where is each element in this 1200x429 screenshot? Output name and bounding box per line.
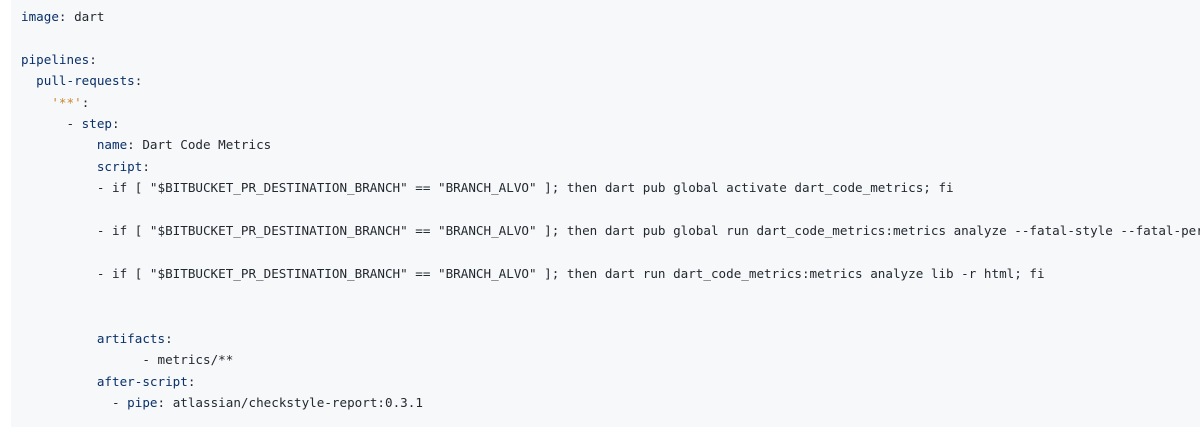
code-line-artifacts: artifacts: <box>96 330 173 346</box>
code-line-script-2: - if [ "$BITBUCKET_PR_DESTINATION_BRANCH… <box>21 220 1200 242</box>
code-line-name: name: Dart Code Metrics <box>96 137 272 152</box>
yaml-dash-pipe: - <box>112 395 128 410</box>
yaml-dash-step: - <box>66 116 82 131</box>
code-line-pipelines: pipelines: <box>21 52 97 67</box>
yaml-value-pipe: atlassian/checkstyle-report:0.3.1 <box>172 395 423 410</box>
code-line-step: - step: <box>66 116 120 131</box>
code-line-pull-requests: pull-requests: <box>36 73 143 88</box>
yaml-key-name: name <box>96 137 128 152</box>
code-line-artifact-item: - metrics/** <box>21 349 233 371</box>
code-line-image: image: dart <box>21 9 105 24</box>
yaml-key-step: step <box>81 116 113 131</box>
yaml-key-pipelines: pipelines <box>21 52 90 67</box>
yaml-key-pipe: pipe <box>127 395 158 410</box>
yaml-key-after-script: after-script <box>96 373 188 389</box>
script-command-1: - if [ "$BITBUCKET_PR_DESTINATION_BRANCH… <box>96 180 954 195</box>
yaml-key-pull-requests: pull-requests <box>36 73 135 88</box>
code-line-after-script: after-script: <box>96 373 196 389</box>
code-line-script-3: - if [ "$BITBUCKET_PR_DESTINATION_BRANCH… <box>21 263 1045 285</box>
yaml-string-branch-pattern: '**' <box>51 94 82 110</box>
code-line-script-1: - if [ "$BITBUCKET_PR_DESTINATION_BRANCH… <box>21 177 954 199</box>
yaml-key-image: image <box>21 9 59 24</box>
code-line-pipe: - pipe: atlassian/checkstyle-report:0.3.… <box>112 395 423 410</box>
script-command-3: - if [ "$BITBUCKET_PR_DESTINATION_BRANCH… <box>96 266 1045 281</box>
yaml-key-script: script <box>96 159 143 174</box>
code-line-script: script: <box>96 159 150 174</box>
code-block: image: dart pipelines: pull-requests: '*… <box>11 0 1200 427</box>
yaml-value-name: Dart Code Metrics <box>142 137 272 152</box>
yaml-value-image: dart <box>74 9 105 24</box>
code-line-branch-pattern: '**': <box>51 94 90 110</box>
artifact-item: - metrics/** <box>142 352 234 367</box>
script-command-2: - if [ "$BITBUCKET_PR_DESTINATION_BRANCH… <box>96 223 1200 238</box>
yaml-key-artifacts: artifacts <box>96 330 166 346</box>
